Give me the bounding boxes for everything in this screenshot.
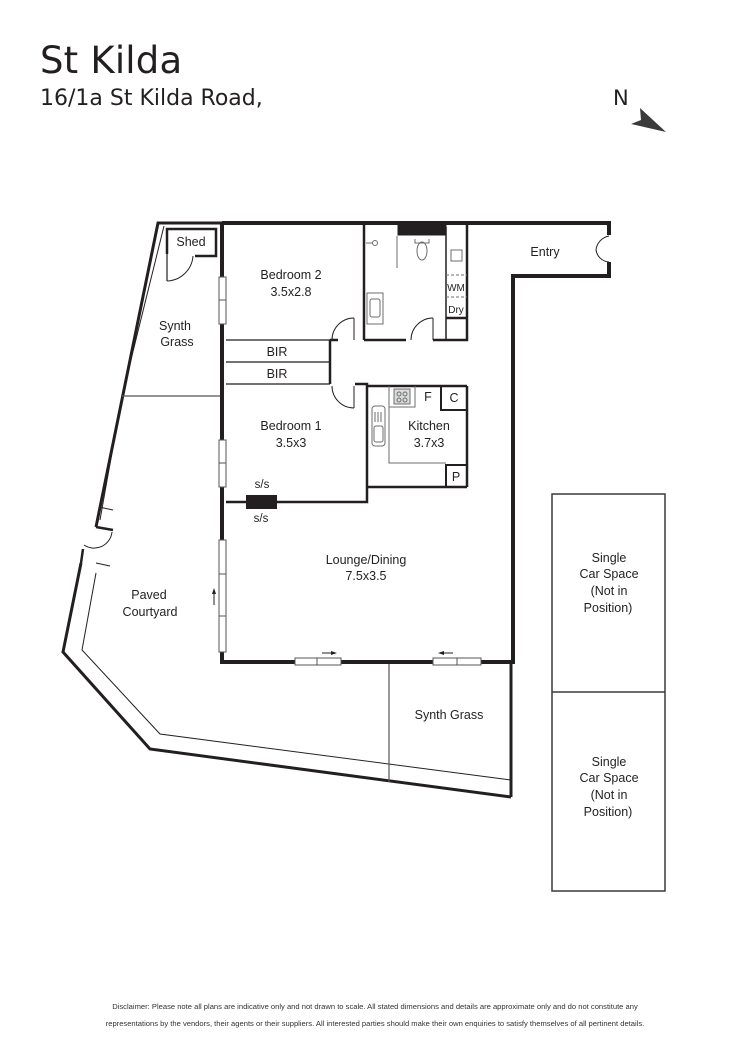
- door-swings: [331, 317, 434, 409]
- north-arrow-icon: [631, 108, 666, 132]
- laundry-wm-label: WM: [447, 283, 465, 294]
- car-space-1-line1: Single: [592, 551, 627, 565]
- disclaimer: Disclaimer: Please note all plans are in…: [0, 998, 750, 1032]
- west-windows: [218, 276, 227, 653]
- chimney-block: [246, 495, 277, 509]
- property-address: 16/1a St Kilda Road,: [40, 86, 263, 111]
- shed-label: Shed: [176, 235, 205, 249]
- toilet-icon: [416, 241, 428, 261]
- bedroom1-size: 3.5x3: [276, 436, 307, 450]
- kitchen-label: Kitchen: [408, 419, 450, 433]
- bir-label-2: BIR: [267, 367, 288, 381]
- car-space-1-line2: Car Space: [579, 567, 638, 581]
- car-space-2-line2: Car Space: [579, 771, 638, 785]
- cupboard-label: C: [449, 391, 458, 405]
- paved-courtyard-label-2: Courtyard: [123, 605, 178, 619]
- car-space-2-line4: Position): [584, 805, 633, 819]
- kitchen-size: 3.7x3: [414, 436, 445, 450]
- slider-arrow-right-icon: [322, 651, 337, 655]
- car-space-2-line3: (Not in: [591, 788, 628, 802]
- cooktop-icon: [393, 388, 411, 405]
- laundry-dry-label: Dry: [448, 305, 464, 316]
- laundry-tub-icon: [450, 249, 463, 262]
- lounge-dining-label: Lounge/Dining: [326, 553, 407, 567]
- car-spaces: [551, 493, 666, 892]
- pantry-label: P: [452, 470, 460, 484]
- interior-walls: [226, 223, 469, 504]
- disclaimer-line-1: Disclaimer: Please note all plans are in…: [112, 1002, 638, 1011]
- slider-arrow-left-icon: [438, 651, 453, 655]
- entry-label: Entry: [530, 245, 560, 259]
- bathroom-fixtures: [366, 222, 467, 325]
- property-title: St Kilda: [40, 39, 183, 82]
- bathroom-vanity: [397, 222, 447, 236]
- kitchen-fixtures: [371, 386, 446, 464]
- compass: N: [610, 84, 674, 140]
- south-sliding-doors: [294, 657, 482, 666]
- gate-door-swing: [83, 531, 113, 549]
- chimney-label-top: s/s: [255, 479, 270, 491]
- west-slider-arrow-icon: [212, 588, 216, 605]
- site-boundary: [61, 221, 513, 799]
- disclaimer-line-2: representations by the vendors, their ag…: [105, 1019, 645, 1028]
- bir-label-1: BIR: [267, 345, 288, 359]
- compass-north-label: N: [613, 86, 629, 110]
- car-space-2-line1: Single: [592, 755, 627, 769]
- lounge-dining-size: 7.5x3.5: [345, 569, 386, 583]
- car-space-1-line3: (Not in: [591, 584, 628, 598]
- entry-door-swing: [595, 235, 610, 263]
- basin-icon: [366, 292, 384, 325]
- car-space-1-line4: Position): [584, 601, 633, 615]
- synth-grass-north-label-1: Synth: [159, 319, 191, 333]
- synth-grass-north-label-2: Grass: [160, 335, 193, 349]
- shed: [165, 227, 218, 282]
- bedroom2-label: Bedroom 2: [260, 268, 321, 282]
- bedroom1-label: Bedroom 1: [260, 419, 321, 433]
- kitchen-sink-icon: [371, 405, 386, 447]
- fridge-label: F: [424, 390, 432, 404]
- kitchen-cupboards: [440, 386, 467, 487]
- bedroom2-size: 3.5x2.8: [270, 285, 311, 299]
- synth-grass-south-label: Synth Grass: [415, 708, 484, 722]
- paved-courtyard-label-1: Paved: [131, 588, 166, 602]
- chimney-label-bottom: s/s: [254, 513, 269, 525]
- shower-rose-icon: [372, 240, 378, 246]
